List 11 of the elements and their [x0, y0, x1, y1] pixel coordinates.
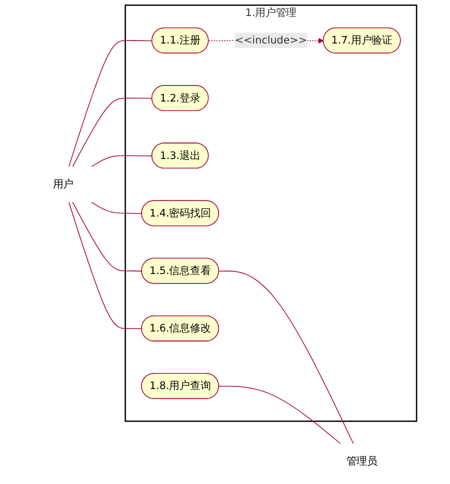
connector: [68, 202, 142, 330]
connector: [90, 155, 153, 168]
connector: [72, 98, 153, 168]
connector: [72, 202, 142, 272]
edge-label: <<include>>: [234, 34, 308, 46]
connector: [90, 202, 142, 214]
connector: [218, 270, 354, 444]
node-text: 管理员: [346, 454, 378, 468]
connector: [68, 40, 153, 168]
node-text: 用户: [52, 178, 74, 190]
connector: [218, 386, 342, 444]
